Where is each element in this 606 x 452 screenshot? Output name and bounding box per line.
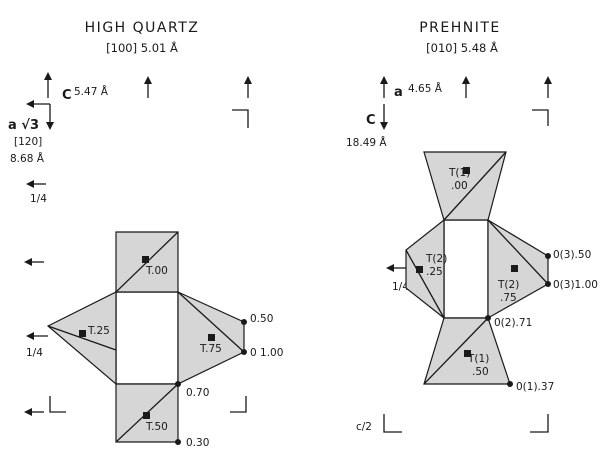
- quartz-t-top: T.00: [145, 265, 168, 277]
- prehnite-tetra-t2-left: [405, 218, 445, 320]
- prehnite-axis-a: a: [394, 85, 403, 100]
- prehnite-t2-left-value: .25: [426, 266, 443, 278]
- quartz-channel: [115, 291, 179, 385]
- prehnite-subtitle: [010] 5.48 Å: [426, 40, 498, 55]
- prehnite-t2-right-label: T(2): [497, 279, 519, 291]
- prehnite-t1-bottom-value: .50: [472, 366, 489, 378]
- quartz-axis-a-length: 8.68 Å: [10, 152, 45, 165]
- quartz-o-070: 0.70: [186, 387, 209, 399]
- prehnite-title: PREHNITE: [419, 20, 501, 36]
- prehnite-c-half: c/2: [356, 421, 372, 433]
- quartz-t-bottom: T.50: [145, 421, 168, 433]
- prehnite-panel: PREHNITE [010] 5.48 Å a 4.65 Å C 18.49 Å…: [346, 20, 598, 433]
- quartz-o-030: 0.30: [186, 437, 209, 449]
- quartz-t-right: T.75: [199, 343, 222, 355]
- prehnite-axis-a-length: 4.65 Å: [408, 82, 443, 95]
- prehnite-corner-bottom-left: [383, 414, 402, 433]
- quartz-axes: [26, 100, 54, 130]
- quartz-quarter-left: 1/4: [26, 347, 43, 359]
- prehnite-axis-c-length: 18.49 Å: [346, 136, 387, 149]
- prehnite-t2-left-label: T(2): [425, 253, 447, 265]
- quartz-o-100: 0 1.00: [250, 347, 283, 359]
- quartz-corner-bottom-right: [230, 396, 247, 413]
- prehnite-corner-bottom-right: [530, 414, 549, 433]
- prehnite-o2-71: 0(2).71: [494, 317, 532, 329]
- prehnite-t1-top-value: .00: [451, 180, 468, 192]
- high-quartz-panel: HIGH QUARTZ [100] 5.01 Å C 5.47 Å a √3 […: [8, 20, 283, 449]
- quartz-corner-top-right: [232, 109, 249, 128]
- quartz-subtitle: [100] 5.01 Å: [106, 40, 178, 55]
- quartz-up-arrows: [44, 72, 252, 98]
- quartz-corner-bottom-left: [49, 396, 66, 413]
- quartz-structure: T.00 T.25 T.75 T.50: [46, 231, 247, 445]
- prehnite-o3-50: 0(3).50: [553, 249, 591, 261]
- quartz-axis-a: a √3: [8, 118, 39, 133]
- quartz-axis-c: C: [62, 88, 72, 103]
- prehnite-t1-bottom-label: T(1): [467, 353, 489, 365]
- prehnite-structure: T(1) .00 T(2) .25 T(2) .75 T(1) .50: [405, 151, 551, 387]
- prehnite-axis-c: C: [366, 113, 376, 128]
- prehnite-channel: [443, 219, 489, 319]
- prehnite-up-arrows: [380, 76, 552, 98]
- quartz-axis-c-length: 5.47 Å: [74, 85, 109, 98]
- quartz-axis-a-direction: [120]: [14, 136, 42, 148]
- prehnite-t2-right-value: .75: [500, 292, 517, 304]
- prehnite-axes: [380, 104, 388, 130]
- prehnite-t1-top-label: T(1): [448, 167, 470, 179]
- prehnite-o3-100: 0(3)1.00: [553, 279, 598, 291]
- quartz-o-050: 0.50: [250, 313, 273, 325]
- prehnite-o1-37: 0(1).37: [516, 381, 554, 393]
- prehnite-corner-top-right: [532, 109, 549, 126]
- prehnite-quarter-label: 1/4: [392, 281, 409, 293]
- quartz-quarter-label: 1/4: [30, 193, 47, 205]
- quartz-title: HIGH QUARTZ: [85, 20, 200, 36]
- quartz-t-left: T.25: [87, 325, 110, 337]
